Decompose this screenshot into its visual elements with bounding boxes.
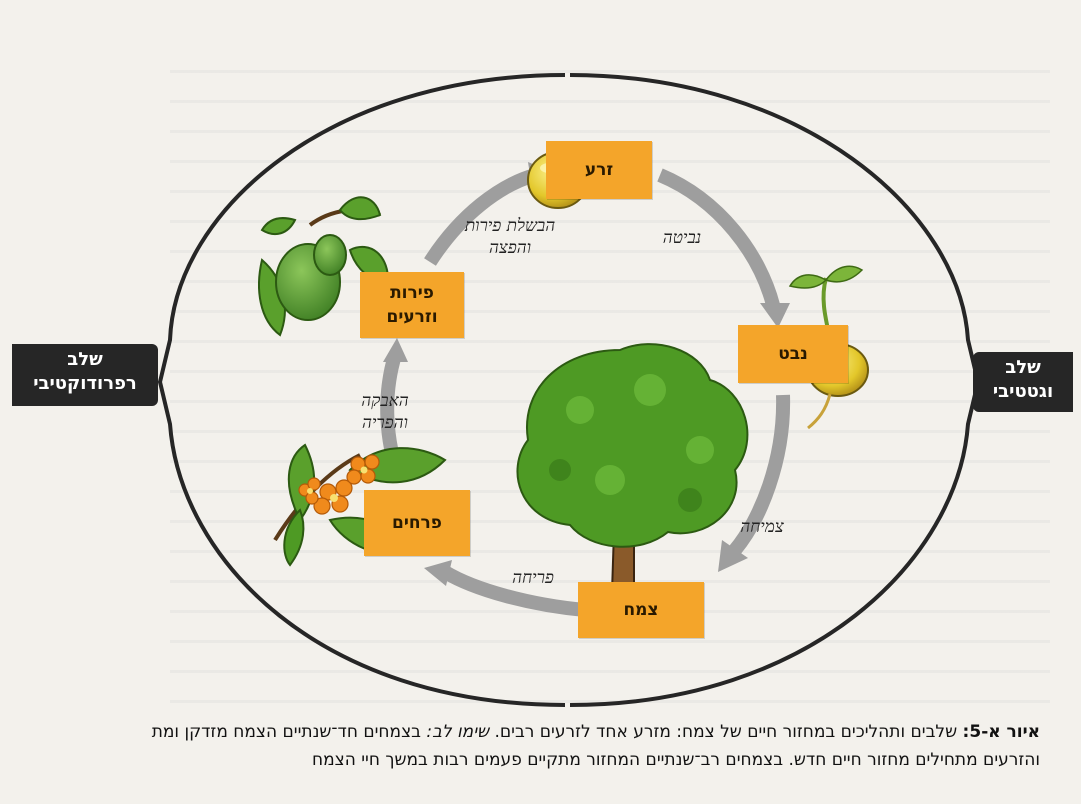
arrowhead-fruits xyxy=(383,338,408,362)
caption-label: איור א-5: xyxy=(963,722,1040,742)
process-growth: צמיחה xyxy=(722,516,802,538)
tree-icon xyxy=(517,344,747,592)
figure-caption: איור א-5: שלבים ותהליכים במחזור חיים של … xyxy=(40,718,1040,774)
caption-text-2: בצמחים חד־שנתיים הצמח מזדקן ומת xyxy=(152,722,427,742)
node-plant: צמח xyxy=(578,582,704,638)
process-flowering: פריחה xyxy=(493,567,573,589)
node-seedling: נבט xyxy=(738,325,848,383)
node-flowers: פרחים xyxy=(364,490,470,556)
process-ripening: הבשלת פירות והפצה xyxy=(435,215,585,259)
caption-line-2: והזרעים מתחילים מחזור חיים חדש. בצמחים ר… xyxy=(40,746,1040,774)
caption-note: שימו לב: xyxy=(426,722,489,742)
stage-label-vegetative: שלב וגטטיבי xyxy=(973,352,1073,412)
node-fruits-seeds: פירות וזרעים xyxy=(360,272,464,338)
arrowhead-flowers xyxy=(424,560,452,586)
stage-label-reproductive: שלב רפרודוקטיבי xyxy=(12,344,158,406)
process-germination: נביטה xyxy=(642,227,722,249)
caption-text-1: שלבים ותהליכים במחזור חיים של צמח: מזרע … xyxy=(489,722,962,742)
process-pollination: האבקה והפריה xyxy=(335,390,435,434)
node-seed: זרע xyxy=(546,141,652,199)
